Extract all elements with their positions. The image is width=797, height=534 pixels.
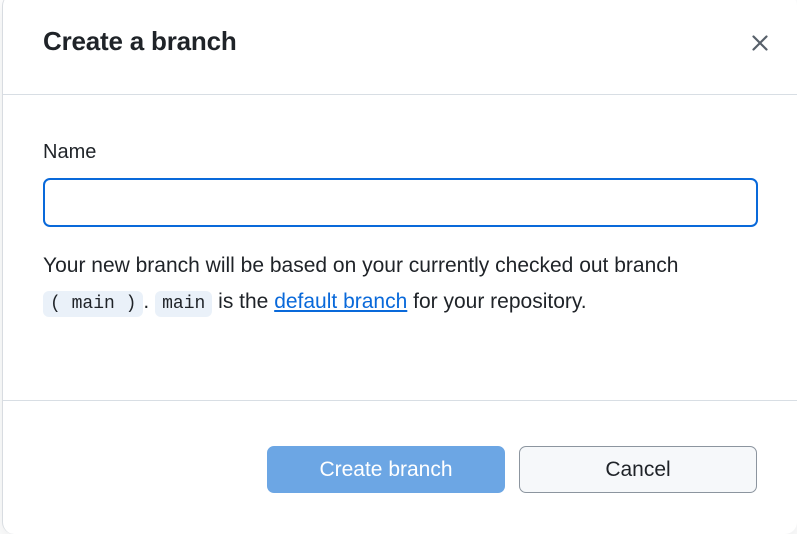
description-text-part1: Your new branch will be based on your cu… bbox=[43, 254, 679, 277]
default-branch-chip: main bbox=[155, 291, 213, 317]
branch-description: Your new branch will be based on your cu… bbox=[43, 248, 757, 322]
current-branch-chip: ( main ) bbox=[43, 291, 144, 317]
description-text-part3: is the bbox=[212, 290, 275, 313]
dialog-body: Name Your new branch will be based on yo… bbox=[3, 95, 797, 400]
default-branch-link[interactable]: default branch bbox=[274, 290, 408, 313]
description-text-part4: for your repository. bbox=[407, 290, 587, 313]
dialog-header: Create a branch bbox=[3, 0, 797, 95]
description-text-part2: . bbox=[143, 290, 156, 313]
close-button[interactable] bbox=[741, 24, 779, 62]
create-branch-button[interactable]: Create branch bbox=[267, 446, 505, 493]
dialog-footer: Create branch Cancel bbox=[3, 400, 797, 534]
name-label: Name bbox=[43, 141, 97, 163]
page-title: Create a branch bbox=[43, 26, 237, 56]
close-icon bbox=[749, 32, 771, 54]
cancel-button[interactable]: Cancel bbox=[519, 446, 757, 493]
branch-name-input[interactable] bbox=[43, 178, 758, 227]
